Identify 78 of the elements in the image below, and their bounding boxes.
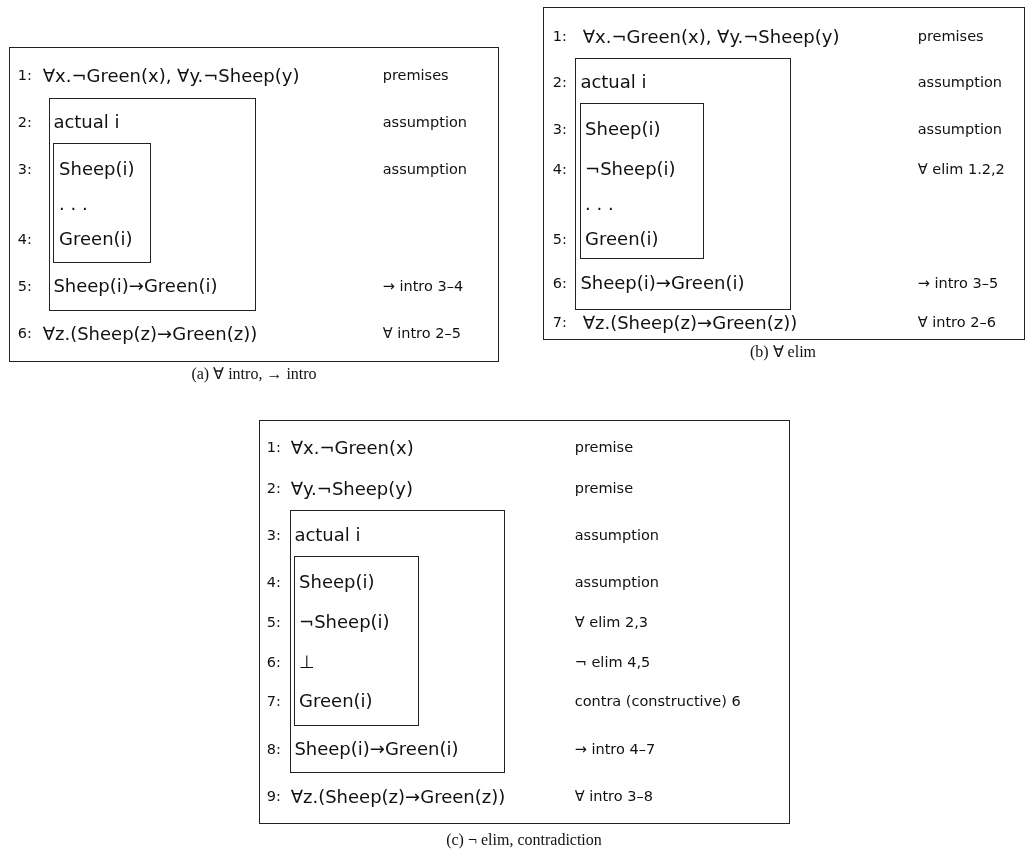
justification: contra (constructive) 6 — [574, 693, 741, 710]
subproof-box — [294, 556, 420, 727]
formula: Sheep(i) — [299, 572, 375, 592]
line-number: 4: — [552, 161, 567, 178]
line-number: 5: — [266, 614, 281, 631]
line-number: 2: — [266, 480, 281, 497]
justification: premises — [382, 67, 449, 84]
line-number: 3: — [266, 527, 281, 544]
justification: assumption — [917, 74, 1002, 91]
formula: ∀x.¬Green(x), ∀y.¬Sheep(y) — [582, 26, 840, 47]
justification: assumption — [574, 527, 659, 544]
formula: ∀y.¬Sheep(y) — [290, 478, 413, 499]
formula: ∀z.(Sheep(z)→Green(z)) — [42, 323, 258, 344]
line-number: 8: — [266, 741, 281, 758]
subproof-box — [48, 97, 256, 311]
subproof-box — [580, 103, 705, 260]
formula: actual i — [580, 72, 647, 93]
justification: → intro 3–5 — [917, 275, 999, 292]
justification: ¬ elim 4,5 — [574, 654, 651, 671]
subproof-box — [574, 57, 791, 310]
subproof-box — [289, 509, 505, 773]
ellipsis: . . . — [585, 194, 614, 214]
line-number: 9: — [266, 788, 281, 805]
justification: assumption — [917, 121, 1002, 138]
formula: actual i — [53, 112, 120, 133]
formula: ¬Sheep(i) — [299, 612, 390, 632]
justification: assumption — [382, 161, 467, 178]
line-number: 7: — [552, 314, 567, 331]
formula: Green(i) — [299, 691, 373, 711]
justification: assumption — [574, 574, 659, 591]
formula: ∀x.¬Green(x), ∀y.¬Sheep(y) — [42, 65, 300, 86]
formula: Green(i) — [585, 229, 659, 249]
justification: ∀ intro 3–8 — [574, 788, 653, 805]
justification: → intro 3–4 — [382, 278, 464, 295]
formula: Green(i) — [59, 229, 133, 249]
caption: (b) ∀ elim — [749, 341, 817, 361]
caption: (a) ∀ intro, → intro — [191, 363, 317, 383]
line-number: 4: — [266, 574, 281, 591]
line-number: 1: — [17, 67, 32, 84]
proof-panel — [543, 7, 1025, 340]
line-number: 5: — [552, 231, 567, 248]
proof-panel — [9, 47, 499, 362]
line-number: 6: — [266, 654, 281, 671]
line-number: 1: — [552, 28, 567, 45]
line-number: 6: — [17, 325, 32, 342]
caption: (c) ¬ elim, contradiction — [446, 831, 602, 849]
justification: ∀ intro 2–5 — [382, 325, 461, 342]
line-number: 1: — [266, 439, 281, 456]
formula: ¬Sheep(i) — [585, 159, 676, 179]
formula: Sheep(i)→Green(i) — [294, 739, 459, 760]
justification: premise — [574, 439, 634, 456]
formula: Sheep(i)→Green(i) — [580, 273, 745, 294]
justification: premises — [917, 28, 984, 45]
proof-panel — [259, 420, 790, 824]
justification: ∀ elim 2,3 — [574, 614, 648, 631]
line-number: 3: — [17, 161, 32, 178]
justification: premise — [574, 480, 634, 497]
formula: ∀x.¬Green(x) — [290, 437, 414, 458]
justification: ∀ elim 1.2,2 — [917, 161, 1005, 178]
formula: Sheep(i) — [59, 159, 135, 179]
line-number: 7: — [266, 693, 281, 710]
line-number: 2: — [552, 74, 567, 91]
line-number: 4: — [17, 231, 32, 248]
line-number: 3: — [552, 121, 567, 138]
formula: ⊥ — [299, 652, 315, 672]
ellipsis: . . . — [59, 194, 88, 214]
formula: ∀z.(Sheep(z)→Green(z)) — [290, 786, 506, 807]
subproof-box — [53, 143, 152, 264]
line-number: 6: — [552, 275, 567, 292]
formula: Sheep(i) — [585, 119, 661, 139]
formula: ∀z.(Sheep(z)→Green(z)) — [582, 312, 798, 333]
formula: actual i — [294, 525, 361, 546]
justification: ∀ intro 2–6 — [917, 314, 996, 331]
line-number: 2: — [17, 114, 32, 131]
line-number: 5: — [17, 278, 32, 295]
justification: assumption — [382, 114, 467, 131]
formula: Sheep(i)→Green(i) — [53, 276, 218, 297]
justification: → intro 4–7 — [574, 741, 656, 758]
